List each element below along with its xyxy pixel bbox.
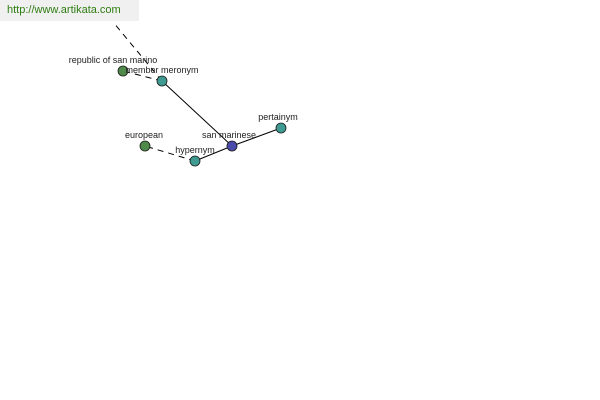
- edge-member-meronym-to-republic-of-san-marino: [122, 70, 163, 82]
- node-member-meronym[interactable]: [156, 75, 168, 87]
- edges-layer: [112, 21, 282, 162]
- site-url-text: http://www.artikata.com: [7, 4, 121, 16]
- node-label-pertainym[interactable]: pertainym: [258, 112, 298, 122]
- node-label-san-marinese[interactable]: san marinese: [202, 130, 256, 140]
- node-label-republic-of-san-marino[interactable]: republic of san marino: [69, 55, 158, 65]
- node-label-hypernym[interactable]: hypernym: [175, 145, 215, 155]
- node-european[interactable]: [139, 140, 151, 152]
- edge-san-marinese-to-hypernym: [194, 145, 233, 162]
- node-pertainym[interactable]: [275, 122, 287, 134]
- node-label-member-meronym[interactable]: member meronym: [125, 65, 198, 75]
- edge-hypernym-to-european: [144, 145, 196, 162]
- edge-san-marinese-to-pertainym: [231, 127, 282, 147]
- site-url-link[interactable]: http://www.artikata.com: [0, 0, 139, 21]
- node-hypernym[interactable]: [189, 155, 201, 167]
- edge-member-meronym-to-offscreen-top: [112, 21, 163, 82]
- node-republic-of-san-marino[interactable]: [117, 65, 129, 77]
- node-label-european[interactable]: european: [125, 130, 163, 140]
- node-san-marinese[interactable]: [226, 140, 238, 152]
- edge-san-marinese-to-member-meronym: [161, 80, 233, 147]
- nodes-layer: [117, 65, 287, 167]
